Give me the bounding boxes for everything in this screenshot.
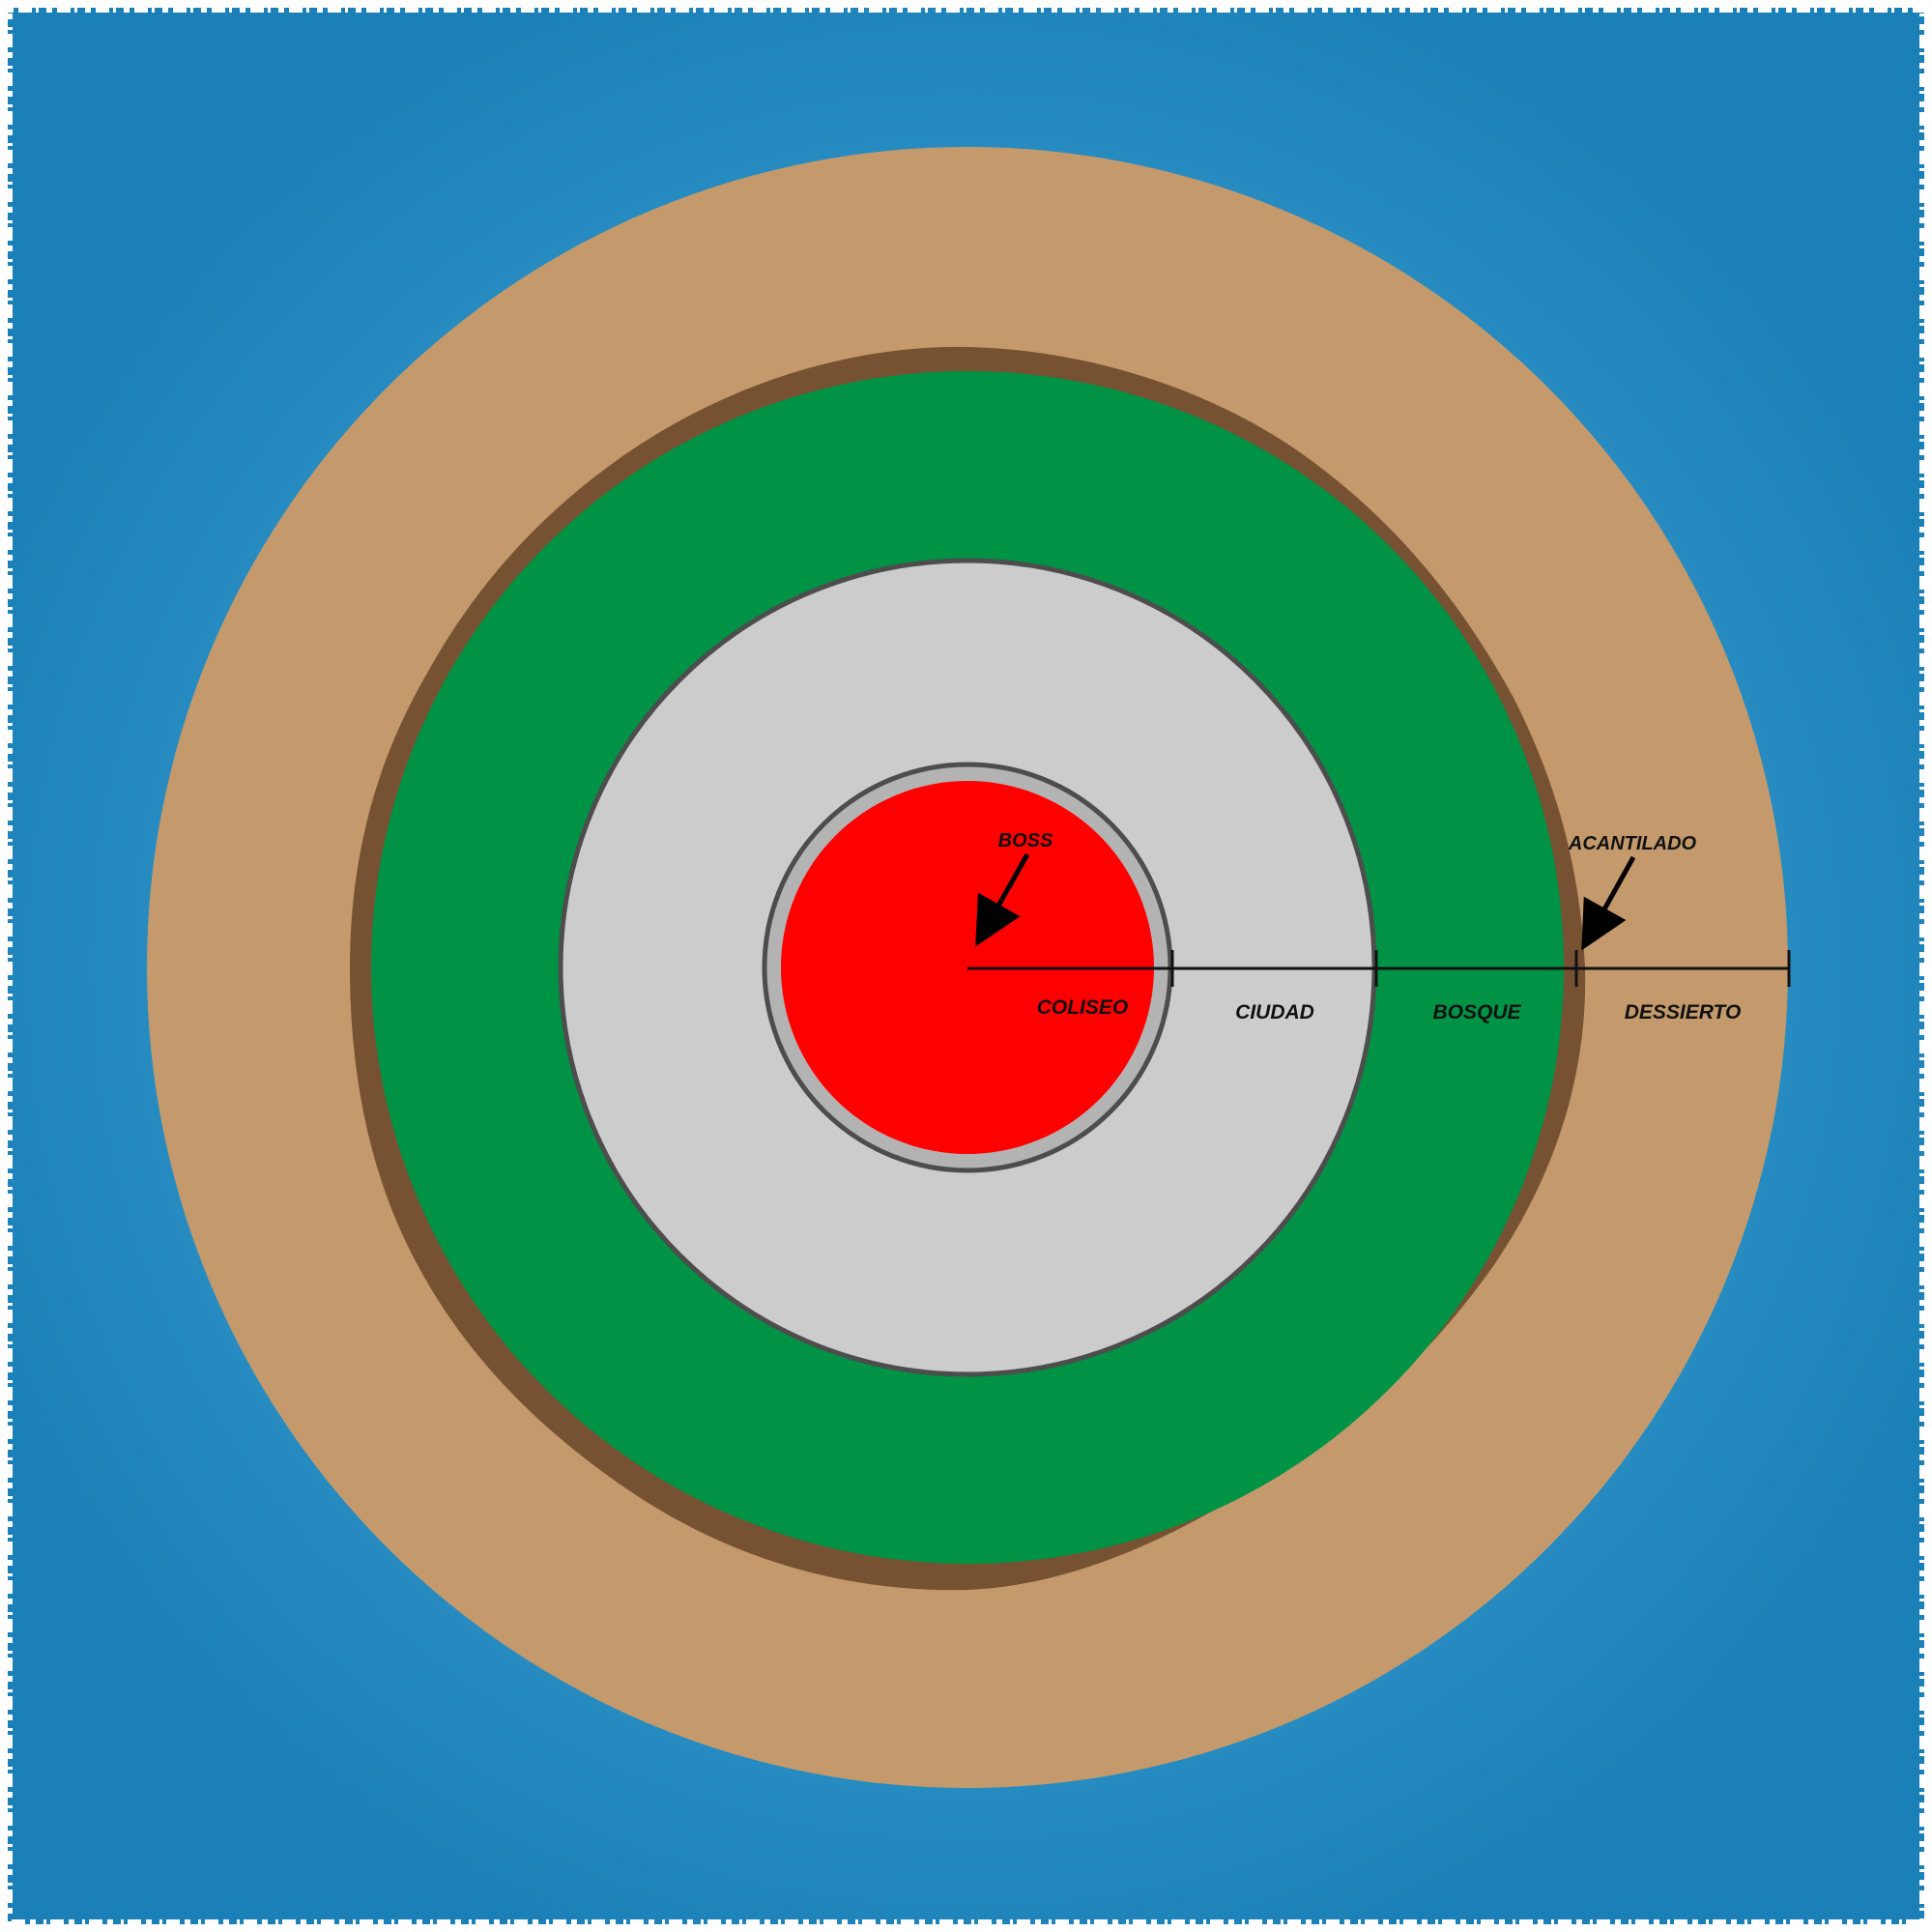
city-label: CIUDAD xyxy=(1235,1001,1314,1024)
cliff-label: ACANTILADO xyxy=(1568,833,1697,854)
coliseum-label: COLISEO xyxy=(1037,996,1129,1019)
boss-arrow xyxy=(975,852,1030,947)
forest-label: BOSQUE xyxy=(1432,1001,1521,1024)
boss-label: BOSS xyxy=(998,830,1053,851)
ocean-frame-edge xyxy=(3,3,1929,1929)
zone-scale xyxy=(967,950,1791,987)
desert-label: DESSIERTO xyxy=(1625,1001,1742,1024)
cliff-arrow xyxy=(1581,855,1636,951)
